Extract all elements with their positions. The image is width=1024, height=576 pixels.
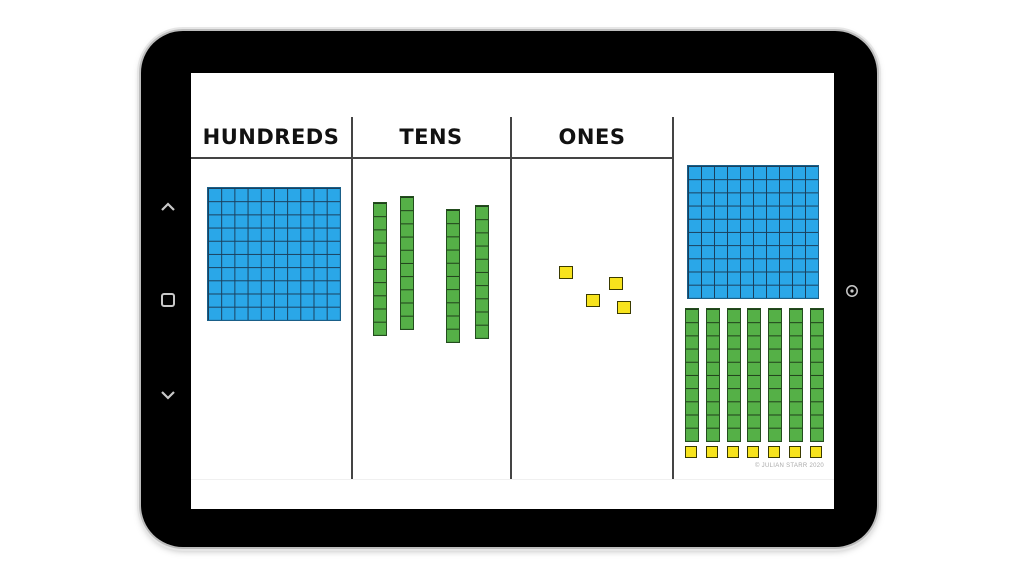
square-icon[interactable]	[158, 290, 178, 310]
chevron-down-icon[interactable]	[157, 385, 179, 405]
home-button-icon[interactable]	[842, 281, 862, 301]
total-ones-cube[interactable]	[705, 446, 718, 458]
divider-tens-ones	[510, 117, 512, 479]
ones-cube[interactable]	[609, 277, 623, 290]
ones-cube[interactable]	[586, 294, 600, 307]
total-tens-rod[interactable]	[768, 308, 783, 442]
header-underline	[191, 157, 673, 159]
total-hundreds-flat[interactable]	[687, 165, 819, 299]
total-ones-cube[interactable]	[747, 446, 760, 458]
screen: HUNDREDS TENS ONES © JULIAN STARR 2020	[191, 73, 834, 509]
tens-header: TENS	[399, 125, 463, 149]
tens-rod[interactable]	[373, 202, 387, 336]
screen-bottom-strip	[191, 479, 834, 509]
total-tens-rod[interactable]	[685, 308, 699, 442]
total-ones-cube[interactable]	[685, 446, 697, 458]
tens-rod[interactable]	[475, 205, 489, 339]
tens-rod[interactable]	[400, 196, 414, 330]
total-ones-cube[interactable]	[809, 446, 822, 458]
total-tens-rod[interactable]	[809, 308, 824, 442]
tens-rod[interactable]	[446, 209, 460, 343]
total-ones-cube[interactable]	[726, 446, 739, 458]
ones-cube[interactable]	[559, 266, 573, 279]
ones-cube[interactable]	[617, 301, 631, 314]
total-tens-rod[interactable]	[726, 308, 741, 442]
ones-header: ONES	[558, 125, 626, 149]
divider-ones-total	[672, 117, 674, 479]
total-ones-cube[interactable]	[768, 446, 781, 458]
chevron-up-icon[interactable]	[157, 197, 179, 217]
divider-hundreds-tens	[351, 117, 353, 479]
hundreds-flat[interactable]	[207, 187, 341, 321]
total-tens-rod[interactable]	[705, 308, 720, 442]
total-tens-rod[interactable]	[789, 308, 803, 442]
total-tens-rod[interactable]	[747, 308, 762, 442]
copyright-text: © JULIAN STARR 2020	[754, 463, 824, 469]
hundreds-header: HUNDREDS	[202, 125, 340, 149]
total-ones-cube[interactable]	[789, 446, 801, 458]
